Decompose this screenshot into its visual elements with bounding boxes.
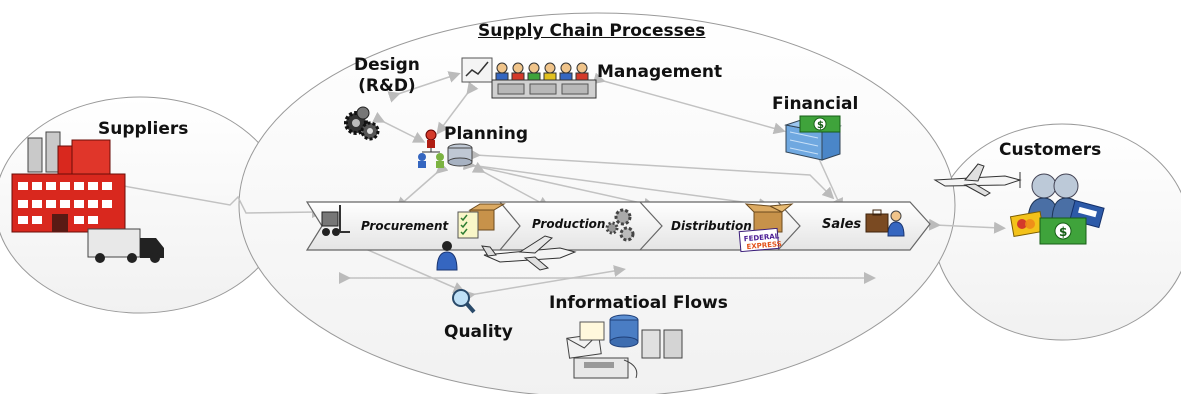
- management-label: Management: [597, 62, 723, 82]
- suppliers-label: Suppliers: [98, 119, 189, 139]
- customers-label: Customers: [999, 140, 1102, 160]
- step-procurement-label: Procurement: [361, 219, 449, 233]
- svg-text:$: $: [817, 120, 824, 131]
- shipping-box-icon: [744, 203, 794, 233]
- step-production-label: Production: [532, 217, 606, 231]
- money-cards-icon: $: [1009, 199, 1105, 245]
- flow-connectors: [111, 71, 1006, 302]
- salesperson-icon: [865, 209, 905, 237]
- org-chart-icon: [418, 129, 473, 168]
- diagram-title: Supply Chain Processes: [478, 21, 706, 41]
- step-sales-label: Sales: [822, 217, 862, 232]
- svg-text:FEDERAL: FEDERAL: [744, 232, 781, 243]
- design-label: Design (R&D): [354, 55, 420, 96]
- magnifier-icon: [452, 289, 476, 314]
- financial-label: Financial: [772, 94, 859, 114]
- person-icon: [436, 241, 458, 271]
- box-checklist-icon: [457, 203, 506, 239]
- express-package-icon: FEDERAL EXPRESS: [738, 227, 782, 253]
- step-distribution-label: Distribution: [671, 219, 752, 233]
- production-gears-icon: [605, 208, 635, 242]
- information-systems-icon: [566, 314, 683, 379]
- management-team-icon: [461, 57, 597, 99]
- small-plane-icon: [933, 163, 1022, 197]
- planning-label: Planning: [444, 124, 529, 144]
- forklift-icon: [321, 205, 350, 236]
- factory-icon: [11, 131, 126, 233]
- quality-label: Quality: [444, 322, 513, 342]
- jet-plane-icon: [481, 235, 577, 271]
- svg-text:$: $: [1059, 225, 1067, 239]
- bank-building-icon: $: [784, 115, 842, 161]
- svg-text:EXPRESS: EXPRESS: [746, 240, 782, 251]
- gears-icon: [344, 106, 380, 141]
- truck-icon: [87, 228, 164, 263]
- information-flows-label: Informatioal Flows: [549, 293, 728, 313]
